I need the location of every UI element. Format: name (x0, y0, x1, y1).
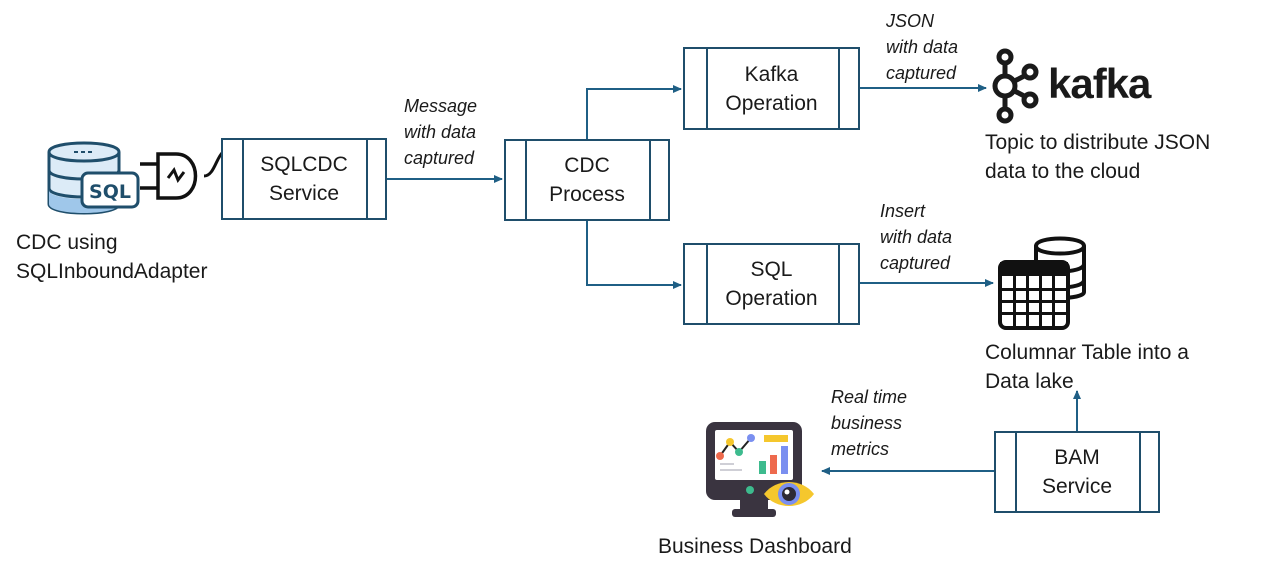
node-left-bar (525, 141, 527, 219)
sql-database-icon: SQL (47, 141, 140, 215)
node-left-bar (706, 245, 708, 323)
edge-label-metrics: Real time business metrics (831, 387, 908, 459)
node-right-bar (1139, 433, 1141, 511)
kafka-operation-label: Kafka Operation (725, 62, 818, 115)
node-right-bar (649, 141, 651, 219)
columnar-table-icon (998, 236, 1086, 330)
caption-kafka-topic: Topic to distribute JSON data to the clo… (985, 131, 1211, 183)
node-right-bar (838, 49, 840, 128)
edge-cdc-to-kafka-operation (586, 85, 682, 139)
caption-dashboard: Business Dashboard (658, 535, 852, 558)
edge-cdc-to-sql-operation (586, 220, 682, 289)
sql-operation-node[interactable]: SQL Operation (683, 243, 860, 325)
sql-icon-text: SQL (89, 181, 131, 203)
node-right-bar (838, 245, 840, 323)
plug-icon (140, 152, 198, 200)
kafka-logo-word: kafka (1048, 60, 1151, 107)
bam-service-node[interactable]: BAM Service (994, 431, 1160, 513)
kafka-logo-icon (992, 48, 1039, 124)
node-left-bar (706, 49, 708, 128)
sqlcdc-service-label: SQLCDC Service (260, 153, 348, 205)
edge-label-json: JSON with data captured (886, 11, 959, 83)
node-left-bar (242, 140, 244, 218)
cdc-process-node[interactable]: CDC Process (504, 139, 670, 221)
node-left-bar (1015, 433, 1017, 511)
cdc-process-label: CDC Process (549, 154, 625, 206)
caption-source: CDC using SQLInboundAdapter (16, 231, 208, 283)
caption-data-lake: Columnar Table into a Data lake (985, 341, 1189, 393)
kafka-operation-node[interactable]: Kafka Operation (683, 47, 860, 130)
edge-label-insert: Insert with data captured (880, 201, 953, 273)
dashboard-monitor-icon (706, 422, 814, 517)
edge-label-message: Message with data captured (404, 96, 478, 168)
sql-operation-label: SQL Operation (725, 258, 818, 310)
sqlcdc-service-node[interactable]: SQLCDC Service (221, 138, 387, 220)
node-right-bar (366, 140, 368, 218)
bam-service-label: BAM Service (1041, 446, 1113, 498)
